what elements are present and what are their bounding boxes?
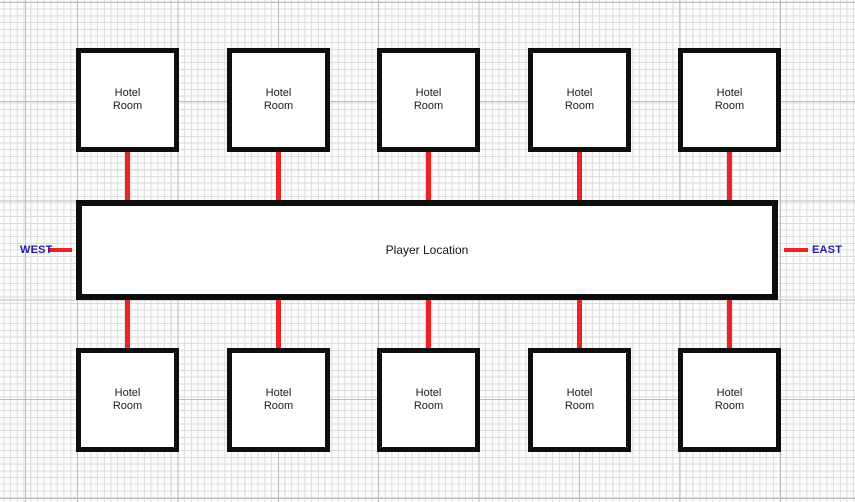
hotel-room-label: Hotel Room — [564, 86, 595, 113]
hotel-room-bottom-4: Hotel Room — [528, 348, 631, 452]
corridor-connector-top-5 — [727, 150, 732, 204]
corridor-connector-bottom-4 — [577, 296, 582, 352]
corridor-connector-top-1 — [125, 150, 130, 204]
hotel-room-bottom-3: Hotel Room — [377, 348, 480, 452]
player-location-label: Player Location — [385, 243, 469, 257]
hotel-room-label: Hotel Room — [714, 386, 745, 413]
hotel-room-label: Hotel Room — [112, 86, 143, 113]
hotel-room-bottom-1: Hotel Room — [76, 348, 179, 452]
corridor-connector-top-4 — [577, 150, 582, 204]
hotel-room-label: Hotel Room — [413, 386, 444, 413]
corridor-connector-bottom-2 — [276, 296, 281, 352]
hotel-room-label: Hotel Room — [112, 386, 143, 413]
west-exit-dash — [48, 248, 72, 252]
hotel-room-top-4: Hotel Room — [528, 48, 631, 152]
hotel-room-top-3: Hotel Room — [377, 48, 480, 152]
hotel-room-label: Hotel Room — [263, 386, 294, 413]
corridor-connector-bottom-1 — [125, 296, 130, 352]
corridor-connector-bottom-5 — [727, 296, 732, 352]
hotel-room-top-1: Hotel Room — [76, 48, 179, 152]
east-label: EAST — [812, 244, 843, 256]
hotel-room-label: Hotel Room — [714, 86, 745, 113]
corridor-connector-bottom-3 — [426, 296, 431, 352]
hotel-room-label: Hotel Room — [564, 386, 595, 413]
east-exit-dash — [784, 248, 808, 252]
player-location-hallway: Player Location — [76, 200, 778, 300]
hotel-room-bottom-5: Hotel Room — [678, 348, 781, 452]
hotel-room-label: Hotel Room — [413, 86, 444, 113]
west-label: WEST — [20, 244, 53, 256]
hotel-room-top-5: Hotel Room — [678, 48, 781, 152]
hotel-room-top-2: Hotel Room — [227, 48, 330, 152]
hotel-room-label: Hotel Room — [263, 86, 294, 113]
corridor-connector-top-2 — [276, 150, 281, 204]
corridor-connector-top-3 — [426, 150, 431, 204]
hotel-room-bottom-2: Hotel Room — [227, 348, 330, 452]
